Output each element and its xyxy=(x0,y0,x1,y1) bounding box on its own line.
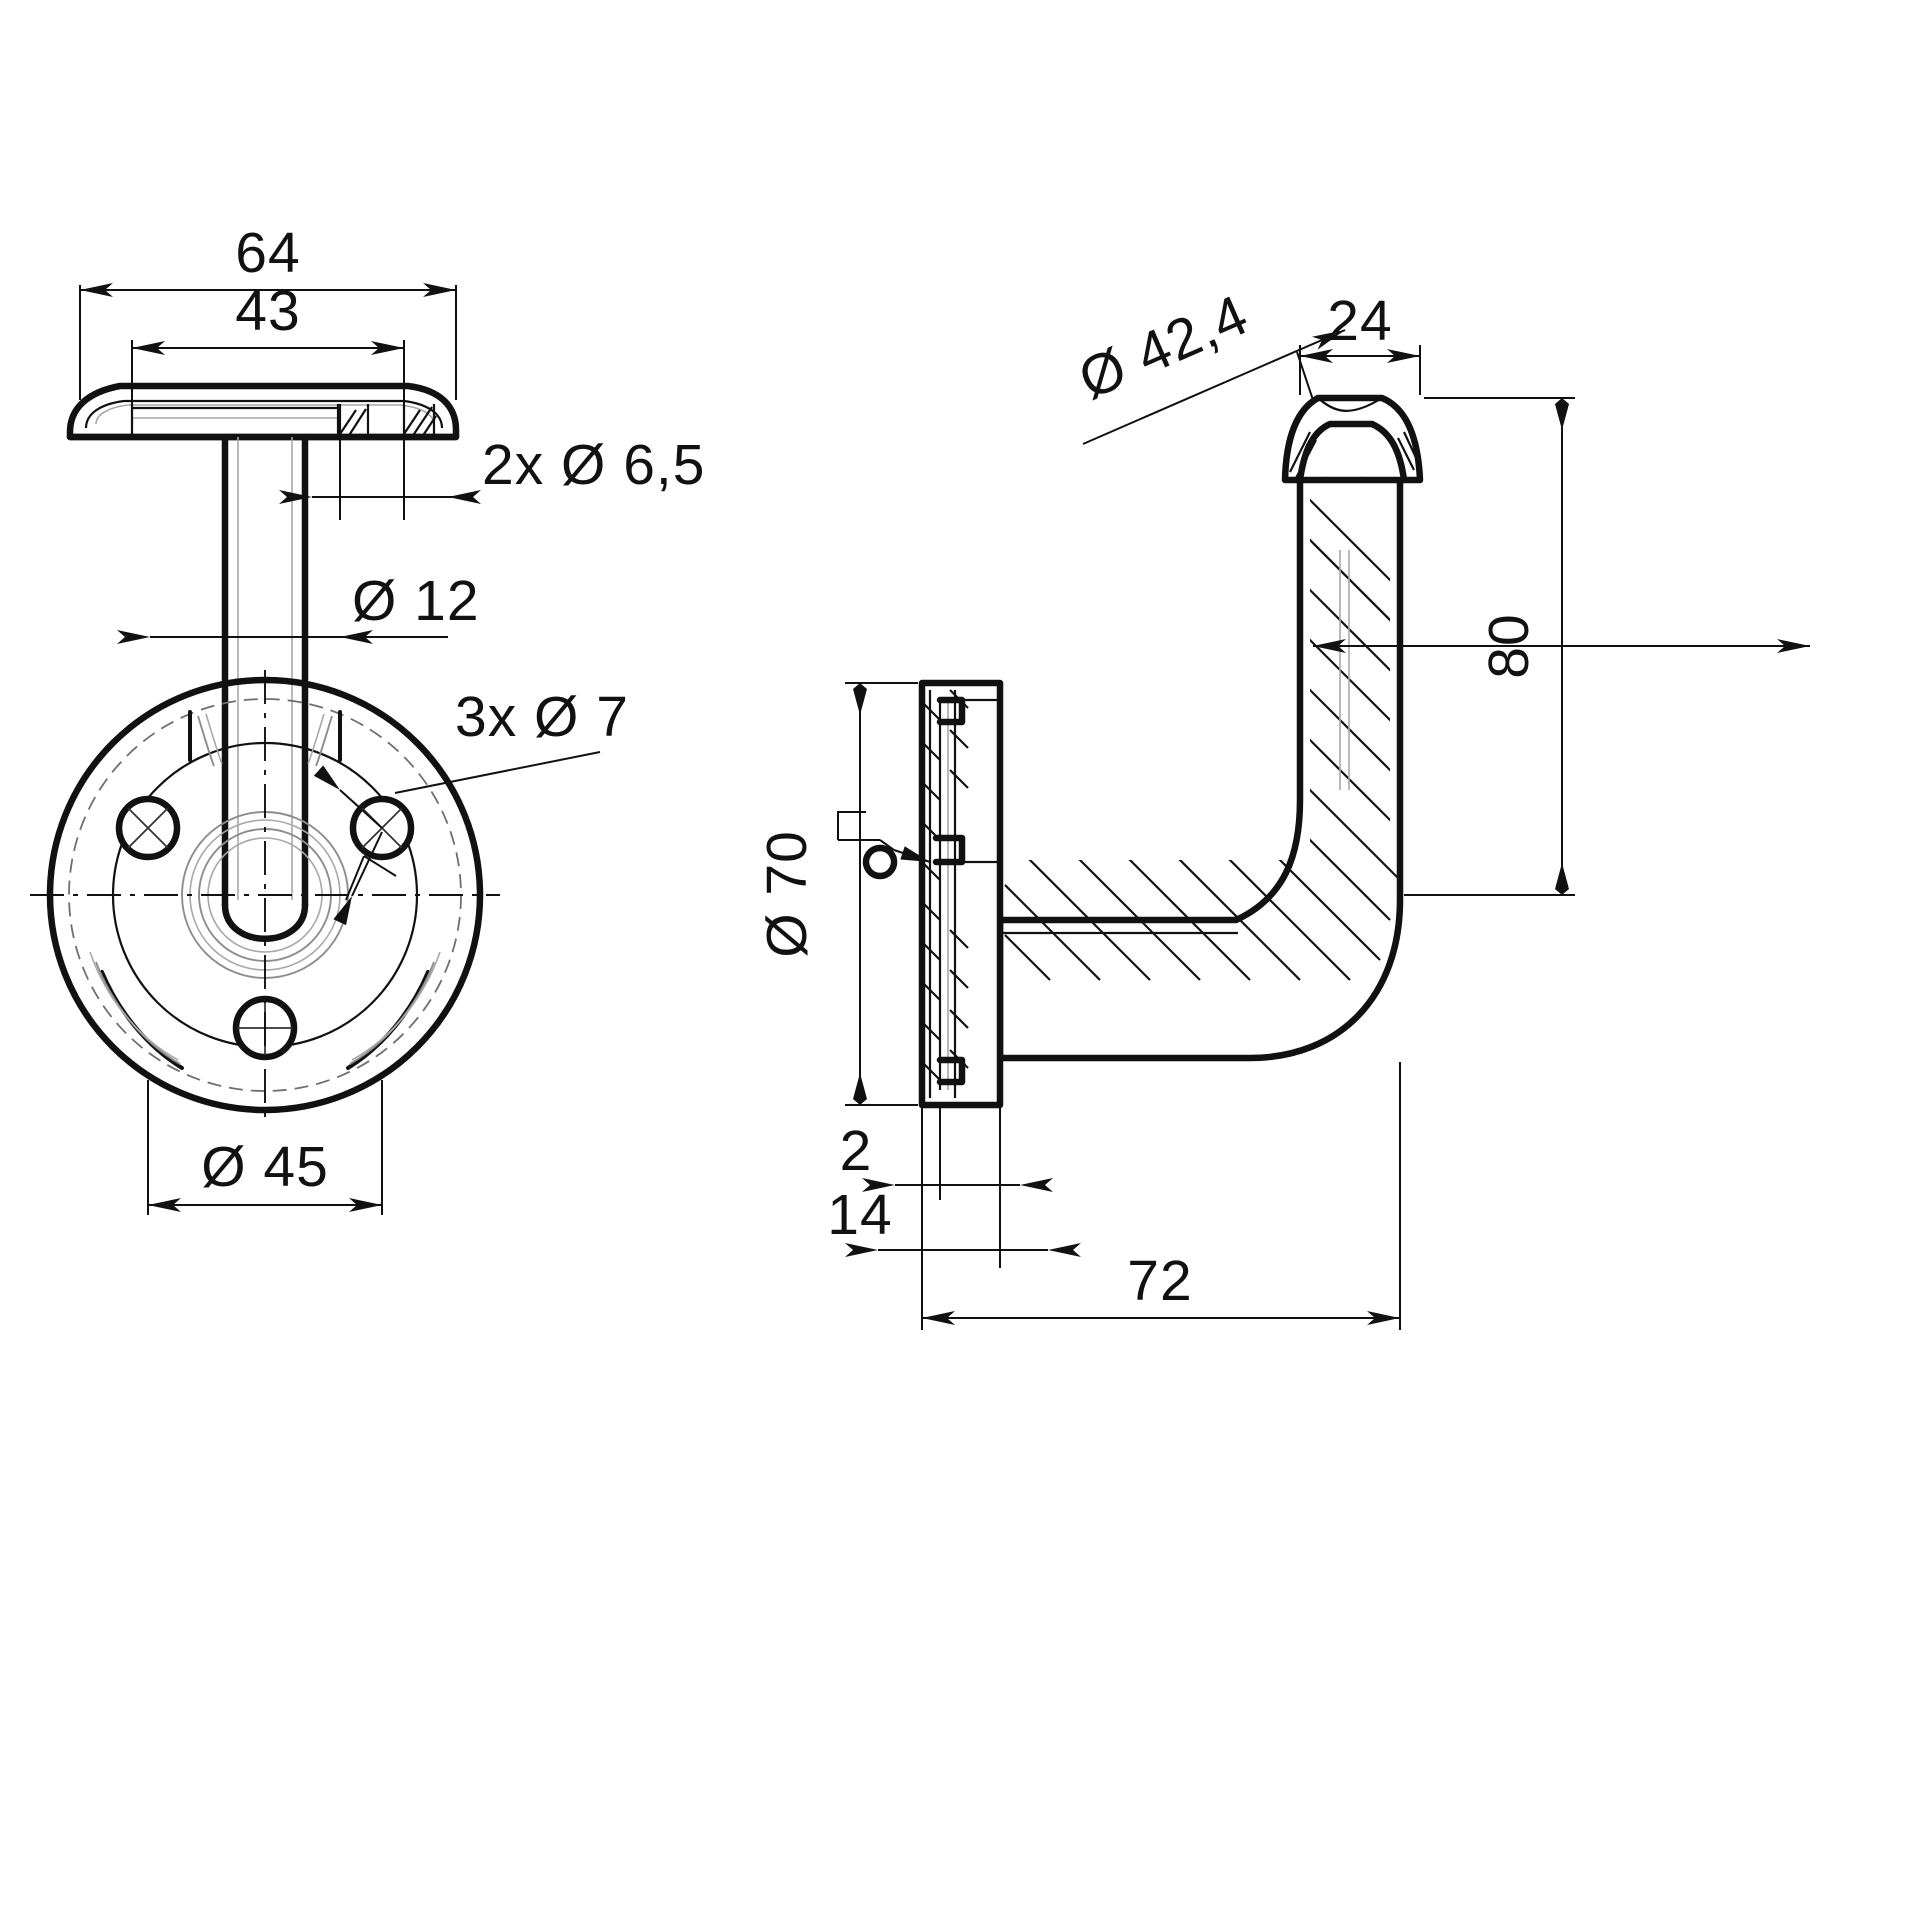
dimension-d12-label: Ø 12 xyxy=(352,569,480,633)
saddle-profile xyxy=(66,382,460,441)
dimension-80: 80 xyxy=(1313,397,1810,896)
dimension-72-label: 72 xyxy=(1127,1249,1192,1313)
dimension-64-label: 64 xyxy=(235,221,300,285)
dimension-d70-label: Ø 70 xyxy=(755,830,819,958)
dimension-24: 24 xyxy=(1299,289,1421,395)
stem-column xyxy=(221,433,309,942)
side-section-view: Ø 42,4 24 80 xyxy=(755,283,1810,1330)
dimension-2-label: 2 xyxy=(840,1119,873,1183)
dimension-d45: Ø 45 xyxy=(147,1080,383,1215)
dimension-64: 64 xyxy=(79,221,457,400)
wall-plate xyxy=(918,679,1004,1109)
dimension-43-label: 43 xyxy=(235,279,300,343)
bracket-elbow xyxy=(996,476,1415,1062)
dimension-d45-label: Ø 45 xyxy=(201,1135,329,1199)
dimension-14-label: 14 xyxy=(827,1183,892,1247)
dimension-3x-7: 3x Ø 7 xyxy=(313,685,629,926)
dimension-14: 14 xyxy=(827,1108,1081,1268)
dimension-24-label: 24 xyxy=(1327,289,1392,353)
saddle-hatch xyxy=(1289,431,1419,479)
dimension-72: 72 xyxy=(921,1062,1401,1330)
dimension-43: 43 xyxy=(131,279,405,405)
mounting-hole-left xyxy=(115,795,181,861)
weld-symbol xyxy=(837,811,931,880)
dimension-d12: Ø 12 xyxy=(117,569,480,644)
saddle-section-hatch xyxy=(338,404,437,438)
dimension-d424-label: Ø 42,4 xyxy=(1070,283,1258,412)
flange-relief-webs xyxy=(89,710,441,1070)
front-view: 64 43 2x Ø 6,5 Ø 12 xyxy=(30,221,705,1215)
dimension-3x-7-label: 3x Ø 7 xyxy=(455,685,629,749)
dimension-d70: Ø 70 xyxy=(755,682,918,1106)
wall-flange-circle xyxy=(30,670,500,1125)
dimension-2x-65: 2x Ø 6,5 xyxy=(279,433,705,520)
dimension-2x-65-label: 2x Ø 6,5 xyxy=(482,433,705,497)
dimension-80-label: 80 xyxy=(1477,613,1541,678)
